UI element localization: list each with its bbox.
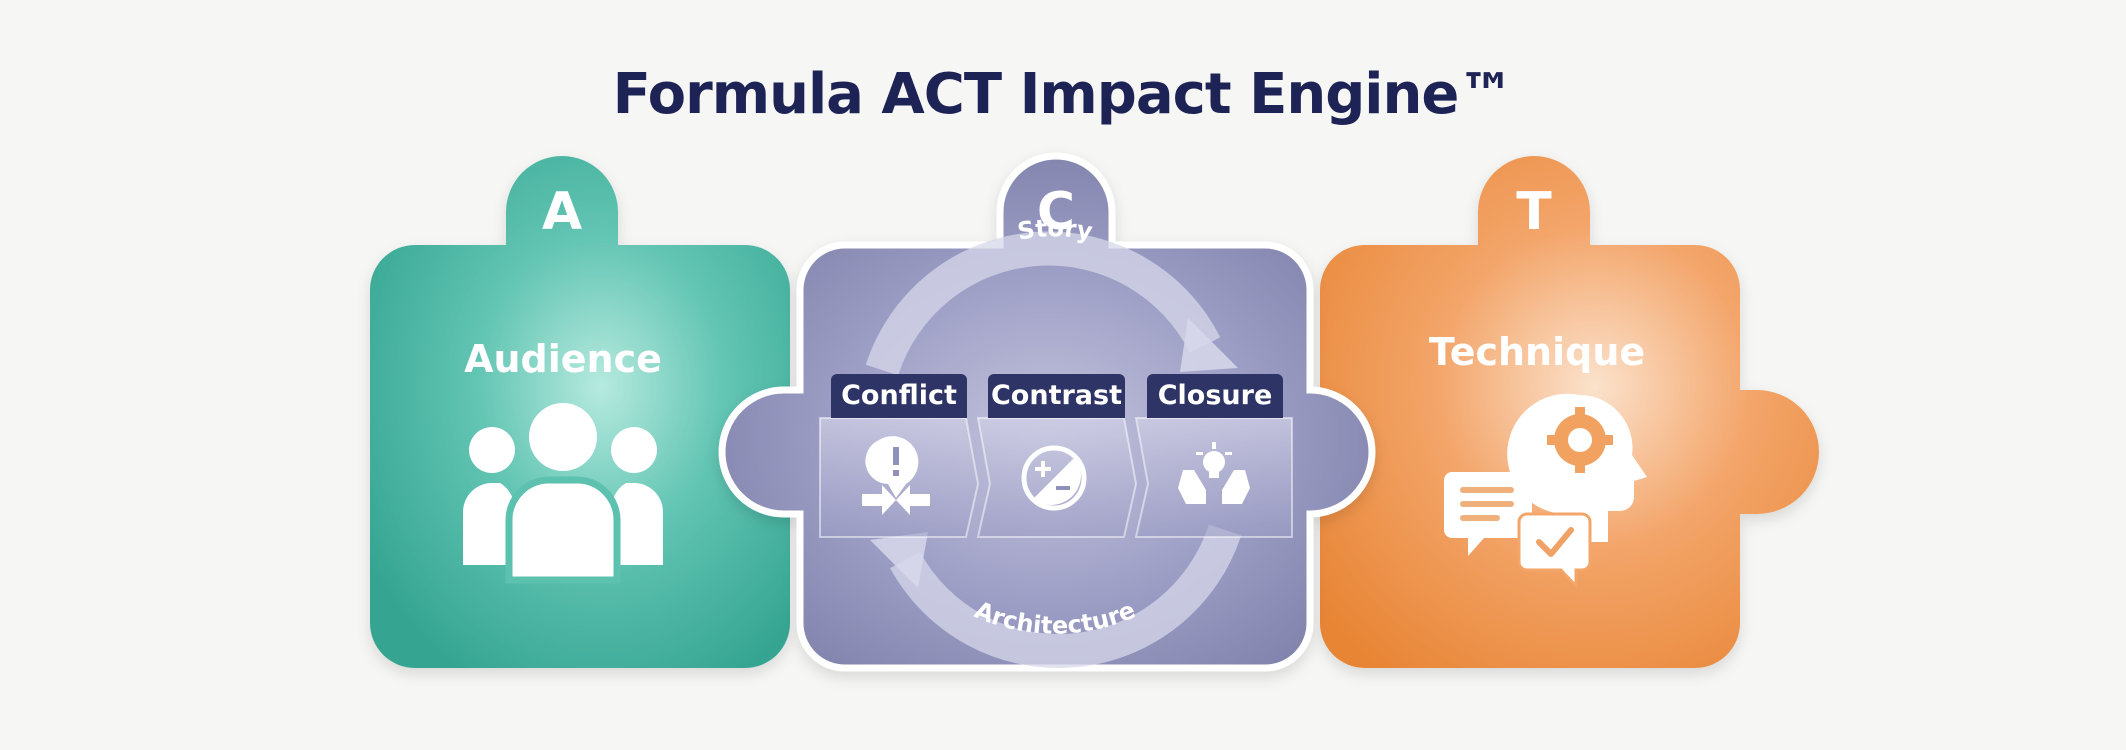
audience-group-icon (463, 403, 663, 584)
letter-a: A (541, 182, 583, 242)
closure-hands-bulb-icon (1178, 442, 1250, 504)
letter-t: T (1516, 182, 1552, 242)
stage-tab-conflict: Conflict (831, 374, 967, 418)
technique-title: Technique (1428, 330, 1646, 374)
stage-tab-contrast: Contrast (988, 374, 1125, 418)
cycle-arrows (865, 231, 1242, 669)
stage-tab-closure: Closure (1147, 374, 1283, 418)
story-label: Story (1015, 214, 1095, 246)
conflict-arrows-icon (862, 436, 930, 515)
letter-c: C (1036, 182, 1076, 242)
page-title: Formula ACT Impact Engine™ (612, 62, 1515, 127)
contrast-plus-minus-icon (1021, 445, 1087, 511)
technique-head-gear-icon (1444, 393, 1647, 590)
audience-title: Audience (464, 337, 662, 381)
